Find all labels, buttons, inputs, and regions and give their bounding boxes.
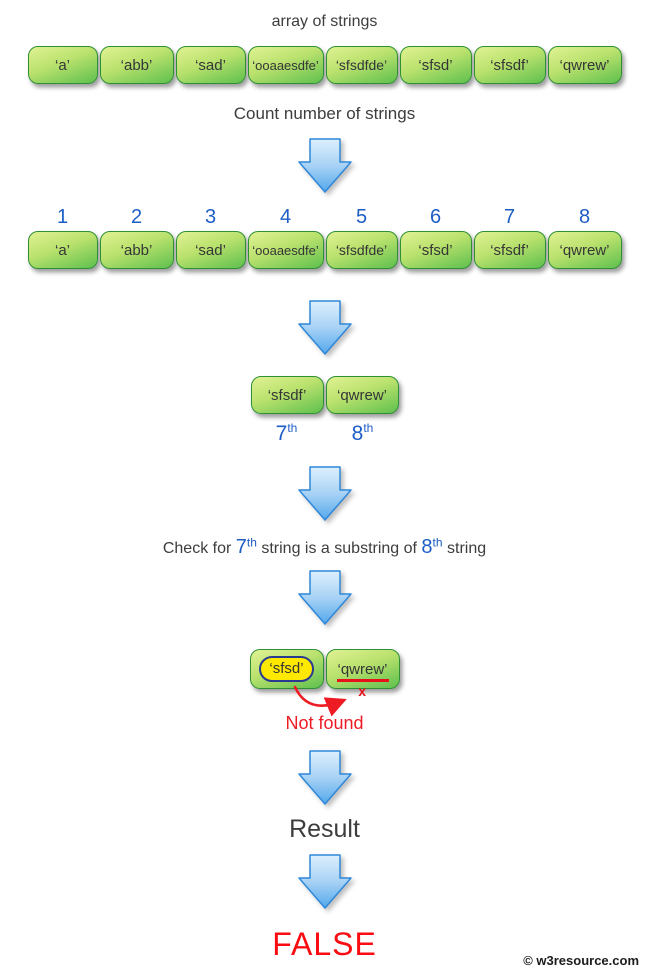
string-box: ‘qwrew’ xyxy=(547,46,622,84)
string-box: ‘abb’ xyxy=(99,231,174,269)
string-box: ‘ooaaesdfe’ xyxy=(247,46,324,84)
copyright: © w3resource.com xyxy=(523,953,639,968)
ordinal-label-7th: 7th xyxy=(250,422,324,446)
index-number: 7 xyxy=(503,206,516,228)
string-box-label: ‘sfsd’ xyxy=(418,241,453,259)
ordinal-suffix: th xyxy=(363,421,374,435)
string-box: ‘ooaaesdfe’ xyxy=(247,231,324,269)
string-box-label: ‘qwrew’ xyxy=(336,386,387,404)
string-box-label: ‘qwrew’ xyxy=(337,660,388,678)
red-underline xyxy=(336,679,389,682)
array-row-numbered: 1 ‘a’ 2 ‘abb’ 3 ‘sad’ 4 ‘ooaaesdfe’ 5 ‘sfsdfd… xyxy=(27,205,622,269)
string-box: ‘sfsd’ xyxy=(399,231,472,269)
index-number: 1 xyxy=(56,206,69,228)
selected-pair-row: ‘sfsdf’ ‘qwrew’ xyxy=(250,376,399,414)
check-statement: Check for 7th string is a substring of 8… xyxy=(163,536,486,560)
string-box-label: ‘abb’ xyxy=(120,241,153,259)
ordinal-label-8th: 8th xyxy=(326,422,400,446)
result-label: Result xyxy=(289,815,360,843)
ordinal-number: 8 xyxy=(351,422,364,445)
red-x-mark: x xyxy=(358,683,367,699)
ordinal-suffix: th xyxy=(287,421,298,435)
string-box: ‘sfsdf’ xyxy=(473,46,546,84)
string-box: ‘sad’ xyxy=(175,46,246,84)
diagram-title: array of strings xyxy=(271,13,378,30)
array-column: 5 ‘sfsdfde’ xyxy=(325,205,398,269)
array-column: 4 ‘ooaaesdfe’ xyxy=(247,205,324,269)
array-row-top: ‘a’ ‘abb’ ‘sad’ ‘ooaaesdfe’ ‘sfsdfde’ ‘s… xyxy=(27,46,622,84)
down-arrow-icon xyxy=(296,300,354,356)
string-box-label: ‘qwrew’ xyxy=(559,241,610,259)
check-num-7: 7 xyxy=(235,536,247,558)
down-arrow-icon xyxy=(296,750,354,806)
index-number: 6 xyxy=(429,206,442,228)
string-box-label: ‘sfsdf’ xyxy=(490,241,529,259)
string-box: ‘sfsdf’ xyxy=(473,231,546,269)
array-column: 1 ‘a’ xyxy=(27,205,98,269)
string-box: ‘a’ xyxy=(27,46,98,84)
index-number: 2 xyxy=(130,206,143,228)
string-box-label: ‘qwrew’ xyxy=(559,56,610,74)
check-prefix: Check for xyxy=(162,540,236,557)
ordinal-number: 7 xyxy=(275,422,288,445)
string-box: ‘sfsd’ xyxy=(399,46,472,84)
down-arrow-icon xyxy=(296,854,354,910)
down-arrow-icon xyxy=(296,466,354,522)
string-box-substring-source: ‘sfsd’ xyxy=(249,649,324,689)
index-number: 5 xyxy=(355,206,368,228)
string-box-label: ‘sad’ xyxy=(195,56,226,74)
string-box-seventh: ‘sfsdf’ xyxy=(250,376,324,414)
ordinal-labels-row: 7th 8th xyxy=(250,422,400,446)
string-box-label: ‘a’ xyxy=(54,241,70,259)
array-column: 7 ‘sfsdf’ xyxy=(473,205,546,269)
string-box-label: ‘sfsdfde’ xyxy=(335,242,388,258)
string-box-eighth: ‘qwrew’ xyxy=(325,376,399,414)
check-middle: string is a substring of xyxy=(256,540,422,557)
string-box: ‘sfsdfde’ xyxy=(325,46,398,84)
array-column: 8 ‘qwrew’ xyxy=(547,205,622,269)
substring-check-visual: ‘sfsd’ ‘qwrew’ x xyxy=(249,649,400,717)
string-box-label: ‘a’ xyxy=(54,56,70,74)
string-box-label: ‘sfsdf’ xyxy=(267,386,307,404)
check-num-8: 8 xyxy=(421,536,433,558)
string-box-label: ‘sfsdfde’ xyxy=(335,57,388,73)
string-box-label: ‘ooaaesdfe’ xyxy=(252,57,319,73)
index-number: 8 xyxy=(578,206,591,228)
index-number: 3 xyxy=(204,206,217,228)
check-sup: th xyxy=(432,535,443,550)
string-box-label: ‘ooaaesdfe’ xyxy=(252,242,319,258)
down-arrow-icon xyxy=(296,138,354,194)
string-box: ‘a’ xyxy=(27,231,98,269)
result-value: FALSE xyxy=(272,926,377,962)
count-label: Count number of strings xyxy=(233,104,416,123)
check-suffix: string xyxy=(442,540,487,557)
string-box: ‘sad’ xyxy=(175,231,246,269)
check-sup: th xyxy=(246,535,257,550)
array-column: 3 ‘sad’ xyxy=(175,205,246,269)
not-found-label: Not found xyxy=(285,713,364,733)
string-box: ‘sfsdfde’ xyxy=(325,231,398,269)
array-column: 6 ‘sfsd’ xyxy=(399,205,472,269)
string-box-label: ‘sfsdf’ xyxy=(490,56,529,74)
array-column: 2 ‘abb’ xyxy=(99,205,174,269)
index-number: 4 xyxy=(279,206,292,228)
string-box-label: ‘abb’ xyxy=(120,56,153,74)
highlighted-substring: ‘sfsd’ xyxy=(259,656,314,682)
string-box-label: ‘sad’ xyxy=(195,241,226,259)
string-box-substring-target: ‘qwrew’ x xyxy=(325,649,400,698)
down-arrow-icon xyxy=(296,570,354,626)
string-box-label: ‘sfsd’ xyxy=(418,56,453,74)
string-box: ‘qwrew’ xyxy=(547,231,622,269)
string-box: ‘abb’ xyxy=(99,46,174,84)
